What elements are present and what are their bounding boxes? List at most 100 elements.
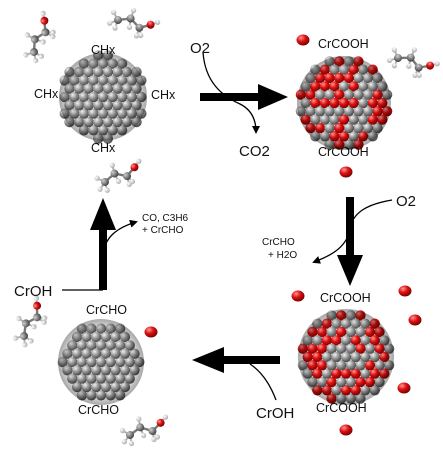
carbon-atom <box>123 172 132 181</box>
label-crcooh-br-bottom: CrCOOH <box>316 401 367 415</box>
label-chx-right: CHx <box>151 88 176 102</box>
carbon-atom <box>126 14 135 23</box>
hydrogen-atom <box>16 315 22 322</box>
hydrogen-atom <box>40 10 46 17</box>
nanoparticle-top-left <box>59 50 147 144</box>
hydrogen-atom <box>107 20 113 26</box>
arrow-bottom-left <box>192 347 280 373</box>
label-croh-bottom: CrOH <box>256 405 294 422</box>
label-crcho-bl-bottom: CrCHO <box>78 403 119 417</box>
arrow-down-right <box>337 197 363 286</box>
hydrogen-atom <box>50 33 56 40</box>
hydrogen-atom <box>38 53 45 59</box>
hydrogen-atom <box>32 57 39 64</box>
curve-croh-bottom <box>249 363 277 401</box>
carbon-atom <box>30 48 38 56</box>
hydrogen-atom <box>31 324 37 330</box>
hydrogen-atom <box>23 52 29 58</box>
hydrogen-atom <box>154 19 161 25</box>
hydrogen-atom <box>411 47 418 53</box>
hydrogen-atom <box>40 39 46 45</box>
hydrogen-atom <box>154 434 161 440</box>
hydrogen-atom <box>121 439 128 445</box>
cluster-shading <box>58 319 144 405</box>
molecule <box>23 10 56 64</box>
label-crcooh-tr-bottom: CrCOOH <box>318 145 369 159</box>
hydrogen-atom <box>416 72 422 78</box>
label-chx-bottom: CHx <box>91 141 116 155</box>
label-o2-right: O2 <box>396 193 416 210</box>
hydrogen-atom <box>406 63 412 69</box>
carbon-atom <box>30 35 39 44</box>
hydrogen-atom <box>115 178 122 184</box>
hydrogen-atom <box>162 414 169 420</box>
hydrogen-atom <box>12 335 19 341</box>
label-crcooh-tr-top: CrCOOH <box>318 37 369 51</box>
hydrogen-atom <box>128 440 135 447</box>
hydrogen-atom <box>136 416 142 422</box>
carbon-atom <box>110 169 119 178</box>
hydrogen-atom <box>412 72 418 79</box>
cluster-shading <box>59 53 147 141</box>
oxygen-atom <box>339 424 353 436</box>
hydrogen-atom <box>97 186 103 192</box>
carbon-atom <box>126 431 134 439</box>
label-crcho-bl-top: CrCHO <box>86 303 127 317</box>
oxygen-atom <box>291 290 305 302</box>
carbon-atom <box>148 427 157 436</box>
cluster-shading <box>298 309 394 405</box>
label-crcho-h2o-1: CrCHO <box>262 237 295 248</box>
hydrogen-atom <box>50 29 56 35</box>
curve-o2-right <box>312 199 393 264</box>
label-chx-left: CHx <box>34 87 59 101</box>
carbon-atom <box>20 332 28 340</box>
hydrogen-atom <box>129 178 136 185</box>
hydrogen-atom <box>24 32 31 38</box>
hydrogen-atom <box>434 61 440 67</box>
hydrogen-atom <box>111 9 117 16</box>
label-crcooh-br-top: CrCOOH <box>320 291 371 305</box>
nanoparticle-bottom-right-oxidized <box>297 309 395 405</box>
carbon-atom <box>41 28 50 37</box>
carbon-atom <box>394 54 402 62</box>
molecule <box>119 414 169 447</box>
hydrogen-atom <box>28 338 34 344</box>
hydroxyl-oxygen-atom <box>426 61 435 70</box>
oxygen-atom <box>339 166 353 178</box>
nanoparticle-top-right-oxidized <box>295 56 393 150</box>
labels: CHx CHx CHx CHx O2 CO2 CrCOOH CrCOOH O2 … <box>14 37 416 422</box>
oxygen-atom <box>144 326 158 338</box>
carbon-atom <box>101 178 109 186</box>
carbon-atom <box>114 16 122 24</box>
hydrogen-atom <box>391 47 398 53</box>
carbon-atom <box>135 23 144 32</box>
hydrogen-atom <box>33 295 40 301</box>
hydroxyl-oxygen-atom <box>156 418 165 427</box>
curve-products <box>102 219 138 257</box>
hydrogen-atom <box>112 25 118 31</box>
oxygen-atom <box>408 314 422 326</box>
oxygen-atom <box>397 382 411 394</box>
molecule <box>12 295 48 348</box>
hydrogen-atom <box>94 175 100 181</box>
hydrogen-atom <box>109 162 115 168</box>
hydrogen-atom <box>386 57 393 64</box>
propanol-molecules <box>12 7 440 447</box>
hydrogen-atom <box>42 315 48 321</box>
arrow-up-left <box>90 198 116 290</box>
hydrogen-atom <box>136 158 142 164</box>
hydrogen-atom <box>126 24 133 30</box>
hydrogen-atom <box>133 33 140 39</box>
arrow-top-right <box>200 84 288 110</box>
carbon-atom <box>406 53 415 62</box>
hydrogen-atom <box>130 7 137 14</box>
hydroxyl-oxygen-atom <box>130 163 139 172</box>
free-oxygen-atoms <box>144 34 422 436</box>
label-products-2: + CrCHO <box>142 225 184 236</box>
molecule <box>107 7 161 39</box>
hydrogen-atom <box>119 427 126 434</box>
label-crcho-h2o-2: + H2O <box>268 250 297 261</box>
carbon-atom <box>21 319 30 328</box>
